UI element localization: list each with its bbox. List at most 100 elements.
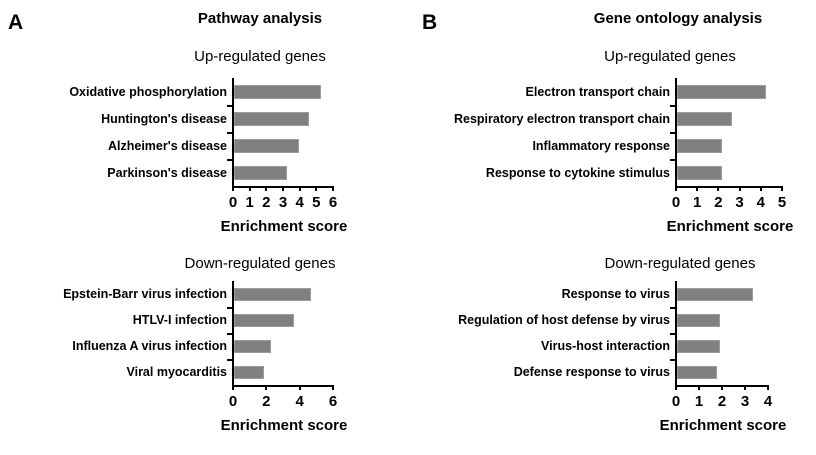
y-axis-tick [227, 159, 232, 161]
x-axis-tick [298, 385, 301, 390]
category-label: Oxidative phosphorylation [69, 84, 227, 99]
bar [234, 313, 294, 327]
category-label: Viral myocarditis [126, 365, 227, 379]
category-label: Virus-host interaction [541, 339, 670, 353]
x-axis-tick-label: 3 [735, 194, 744, 211]
x-axis-tick [781, 186, 783, 191]
plot-area [670, 281, 769, 390]
y-axis-tick [670, 333, 675, 335]
x-axis-tick-label: 3 [278, 194, 288, 211]
y-axis-line [675, 281, 677, 385]
chart-b2-subtitle: Down-regulated genes [604, 255, 756, 272]
y-axis-line [675, 78, 677, 186]
bar [677, 84, 767, 99]
y-axis-tick [670, 359, 675, 361]
x-axis-tick [696, 186, 699, 191]
x-axis-tick [332, 186, 334, 191]
bar [677, 339, 720, 353]
x-axis-tick-label: 1 [694, 393, 704, 410]
x-axis-tick [717, 186, 720, 191]
x-axis-tick [675, 385, 677, 390]
bar [234, 365, 264, 379]
panel-b-letter: B [422, 11, 438, 34]
x-axis-tick-label: 4 [756, 194, 765, 211]
x-axis-tick [265, 385, 268, 390]
bar [677, 287, 753, 301]
panel-a-letter: A [8, 11, 24, 34]
plot-area [227, 281, 334, 390]
x-axis-tick-label: 0 [671, 393, 681, 410]
chart-b1-subtitle: Up-regulated genes [604, 48, 736, 65]
category-label: Respiratory electron transport chain [453, 111, 670, 126]
panel-a-title: Pathway analysis [197, 10, 323, 27]
x-axis-tick [265, 186, 268, 191]
bar [677, 365, 718, 379]
category-label: Electron transport chain [525, 84, 670, 99]
x-axis-tick-label: 3 [740, 393, 750, 410]
category-label: Regulation of host defense by virus [458, 313, 670, 327]
bar [677, 313, 720, 327]
x-axis-tick-label: 4 [295, 194, 304, 211]
x-axis-tick-label: 1 [693, 194, 702, 211]
x-axis-tick-label: 2 [262, 194, 271, 211]
x-axis-line [675, 186, 783, 188]
panel-b-title: Gene ontology analysis [593, 10, 763, 27]
x-axis-tick-label: 6 [328, 393, 338, 410]
bar [677, 111, 733, 126]
x-axis-tick [767, 385, 769, 390]
x-axis-tick-label: 6 [328, 194, 338, 211]
y-axis-tick [227, 132, 232, 134]
x-axis-tick-label: 4 [295, 393, 304, 410]
category-label: Huntington's disease [101, 111, 227, 126]
category-label: Parkinson's disease [107, 165, 227, 180]
x-axis-tick-label: 1 [245, 194, 254, 211]
x-axis-tick [282, 186, 284, 191]
x-axis-tick [744, 385, 746, 390]
x-axis-tick [738, 186, 741, 191]
x-axis-tick [232, 186, 234, 191]
x-axis-tick [298, 186, 301, 191]
x-axis-tick [759, 186, 762, 191]
category-label: Epstein-Barr virus infection [63, 287, 227, 301]
x-axis-tick [332, 385, 334, 390]
x-axis-tick [675, 186, 677, 191]
category-label: Influenza A virus infection [72, 339, 227, 353]
x-axis-tick [248, 186, 251, 191]
chart-a1-subtitle: Up-regulated genes [194, 48, 326, 65]
bar [677, 165, 722, 180]
x-axis-tick-label: 2 [714, 194, 723, 211]
category-label: Response to virus [561, 287, 670, 301]
y-axis-line [232, 78, 234, 186]
x-axis-title: Enrichment score [666, 218, 794, 235]
bar [234, 339, 271, 353]
chart-a2-subtitle: Down-regulated genes [184, 255, 336, 272]
x-axis-tick-label: 2 [262, 393, 271, 410]
bar [234, 111, 309, 126]
y-axis-line [232, 281, 234, 385]
x-axis-tick [315, 186, 318, 191]
x-axis-title: Enrichment score [220, 417, 348, 434]
x-axis-tick-label: 0 [228, 393, 238, 410]
bar [234, 138, 299, 153]
x-axis-title: Enrichment score [220, 218, 348, 235]
category-label: Response to cytokine stimulus [485, 165, 670, 180]
y-axis-tick [227, 307, 232, 309]
x-axis-tick-label: 4 [763, 393, 773, 410]
x-axis-tick [232, 385, 234, 390]
x-axis-tick [721, 385, 723, 390]
bar [677, 138, 722, 153]
y-axis-tick [227, 333, 232, 335]
bar [234, 287, 311, 301]
category-label: Alzheimer's disease [107, 138, 227, 153]
x-axis-tick-label: 2 [717, 393, 727, 410]
x-axis-line [232, 385, 334, 387]
x-axis-tick [698, 385, 700, 390]
x-axis-tick-label: 0 [671, 194, 681, 211]
y-axis-tick [670, 159, 675, 161]
x-axis-title: Enrichment score [659, 417, 787, 434]
x-axis-tick-label: 5 [777, 194, 787, 211]
category-label: Defense response to virus [513, 365, 670, 379]
